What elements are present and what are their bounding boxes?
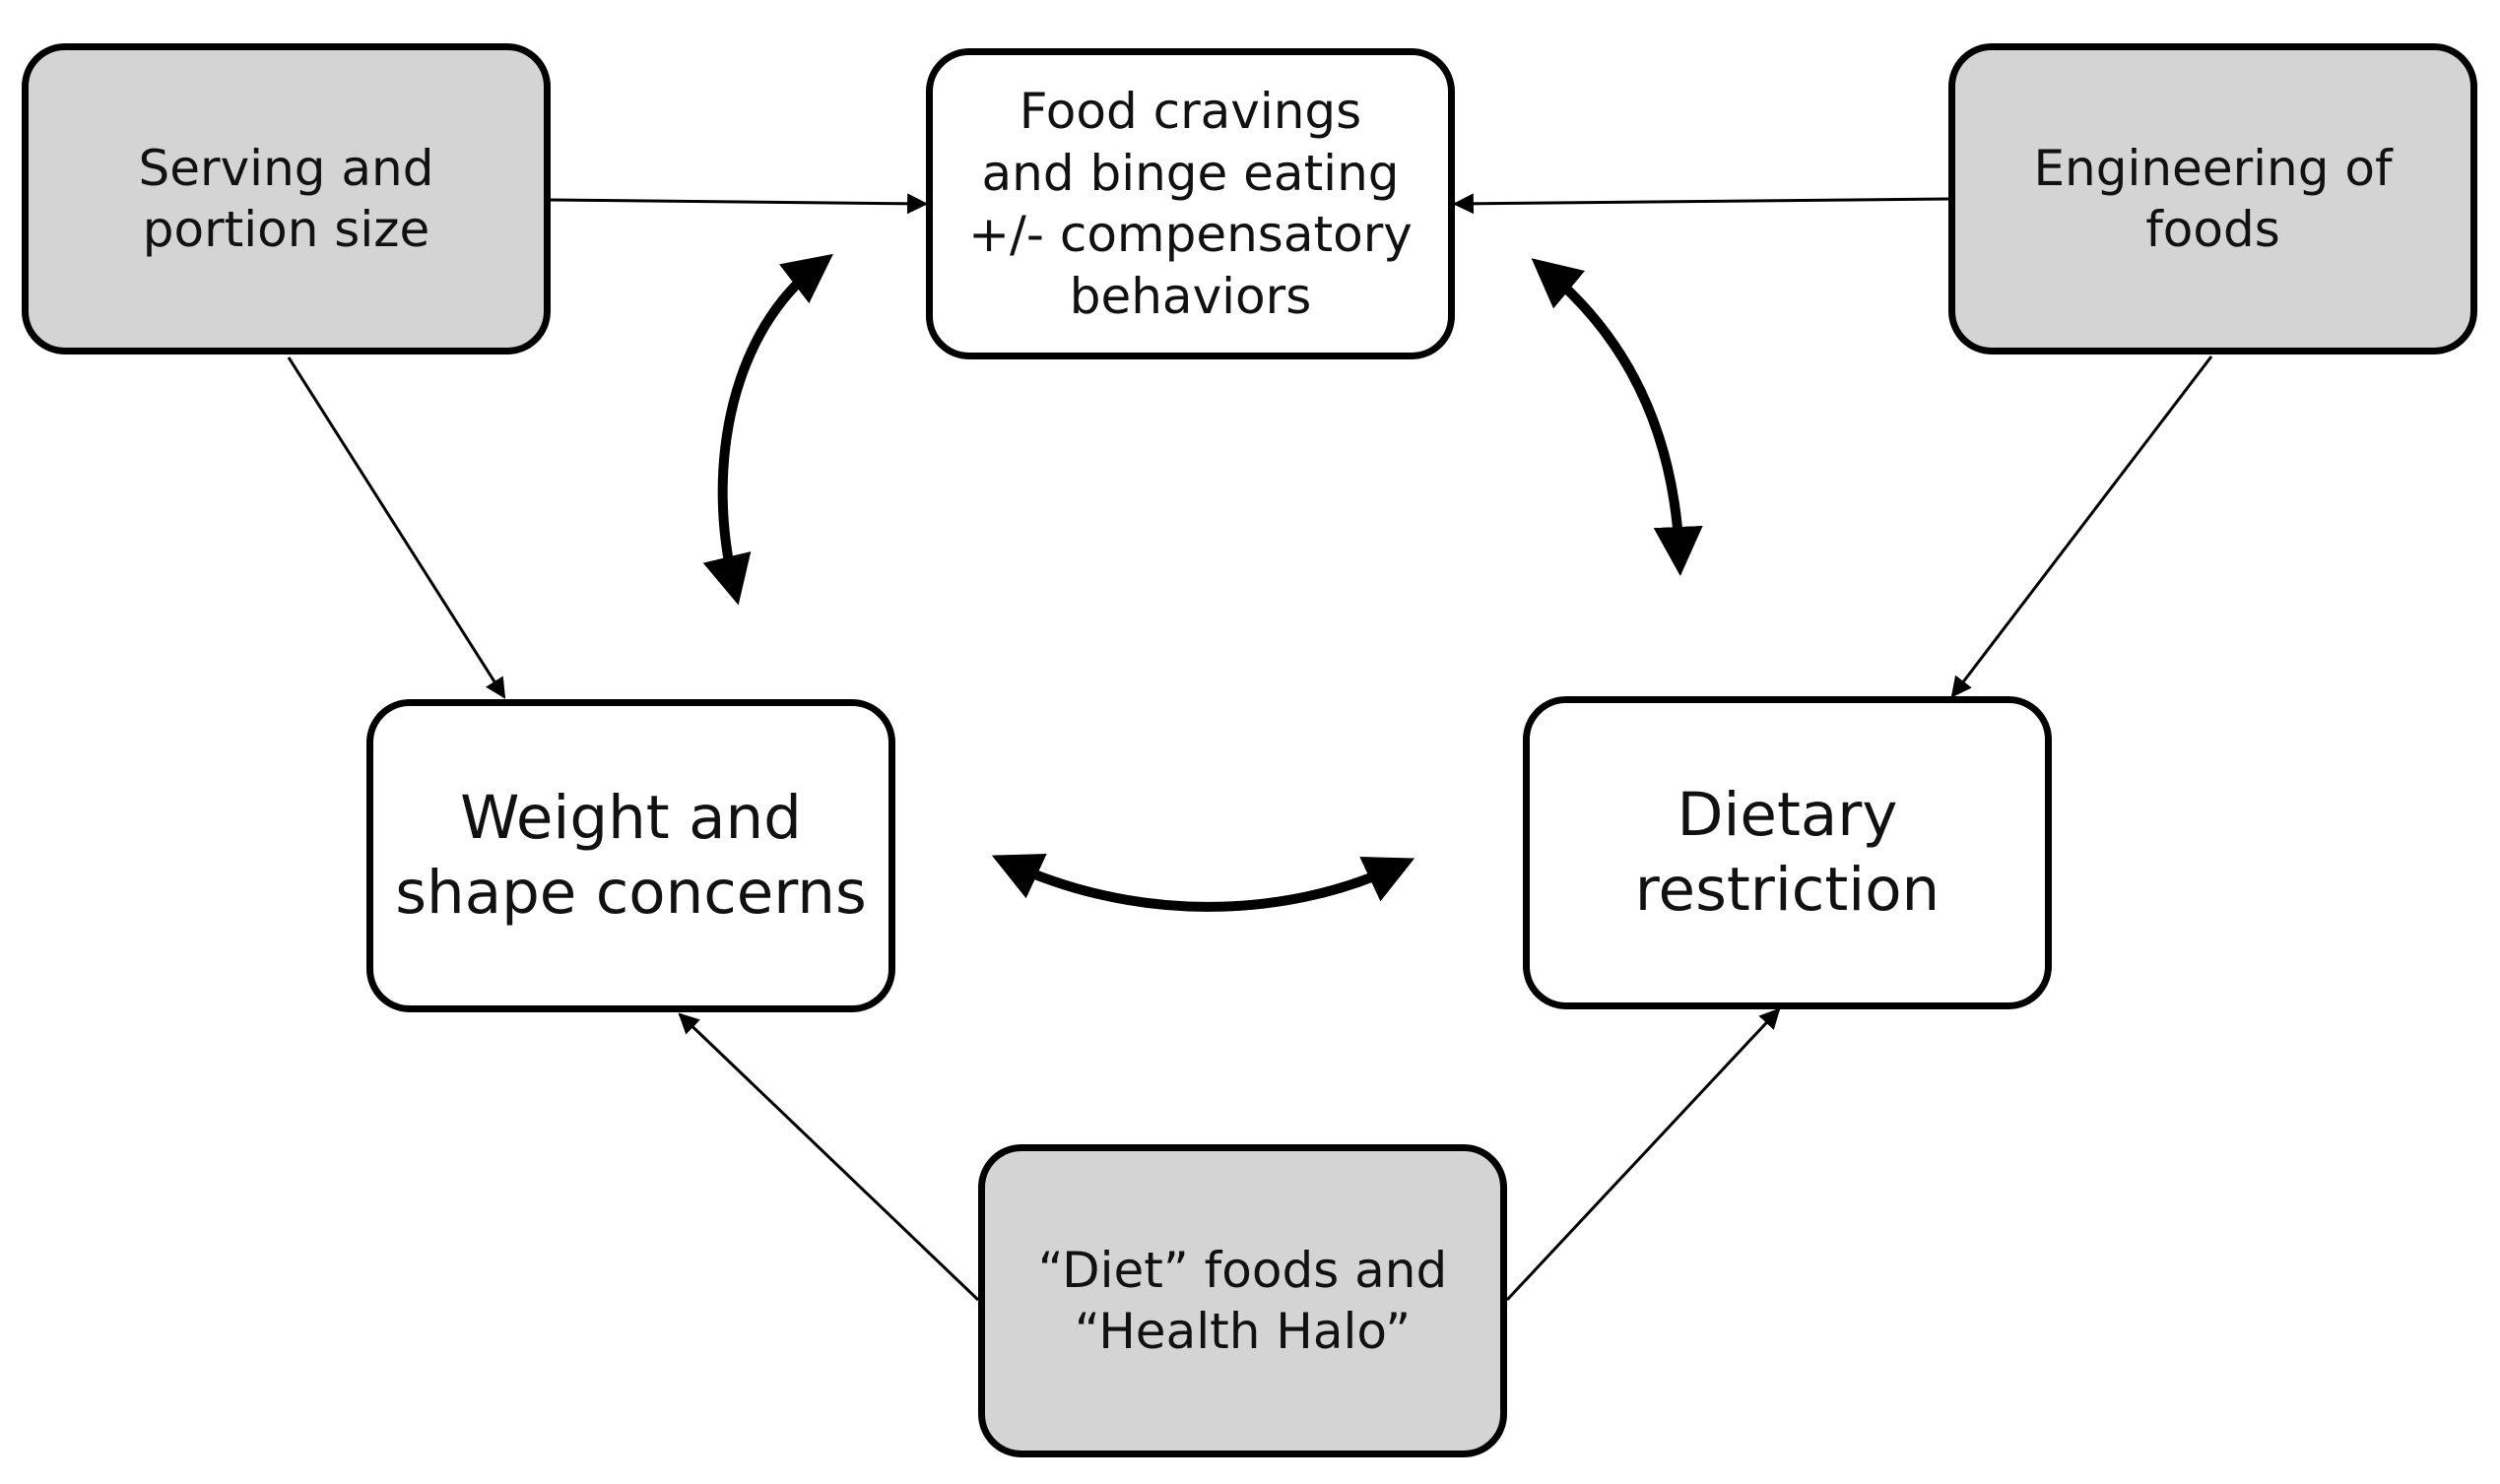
node-label: Engineering of foods xyxy=(2033,139,2393,259)
arrow-serving-to-weight xyxy=(287,356,506,699)
arrow-dietfoods-to-dietary xyxy=(1505,1007,1781,1302)
bidirectional-arrow-cravings-dietary xyxy=(1531,258,1703,576)
node-label: Dietary restriction xyxy=(1634,779,1941,925)
node-label: Serving and portion size xyxy=(138,139,434,259)
arrow-serving-to-cravings xyxy=(550,193,929,215)
node-label: Food cravings and binge eating +/- compe… xyxy=(968,83,1413,325)
arrow-dietfoods-to-weight xyxy=(678,1012,980,1302)
node-serving-portion-size: Serving and portion size xyxy=(22,43,551,355)
node-engineering-of-foods: Engineering of foods xyxy=(1948,43,2477,355)
node-food-cravings-binge-eating: Food cravings and binge eating +/- compe… xyxy=(926,48,1455,359)
node-diet-foods-health-halo: “Diet” foods and “Health Halo” xyxy=(978,1144,1507,1457)
arrow-engineering-to-dietary xyxy=(1950,355,2213,698)
node-dietary-restriction: Dietary restriction xyxy=(1523,696,2052,1009)
arrow-engineering-to-cravings xyxy=(1452,193,1949,215)
bidirectional-arrow-weight-dietary xyxy=(991,853,1415,912)
node-weight-shape-concerns: Weight and shape concerns xyxy=(366,699,895,1012)
node-label: “Diet” foods and “Health Halo” xyxy=(1037,1241,1448,1361)
node-label: Weight and shape concerns xyxy=(395,782,867,928)
bidirectional-arrow-weight-cravings xyxy=(702,253,833,606)
